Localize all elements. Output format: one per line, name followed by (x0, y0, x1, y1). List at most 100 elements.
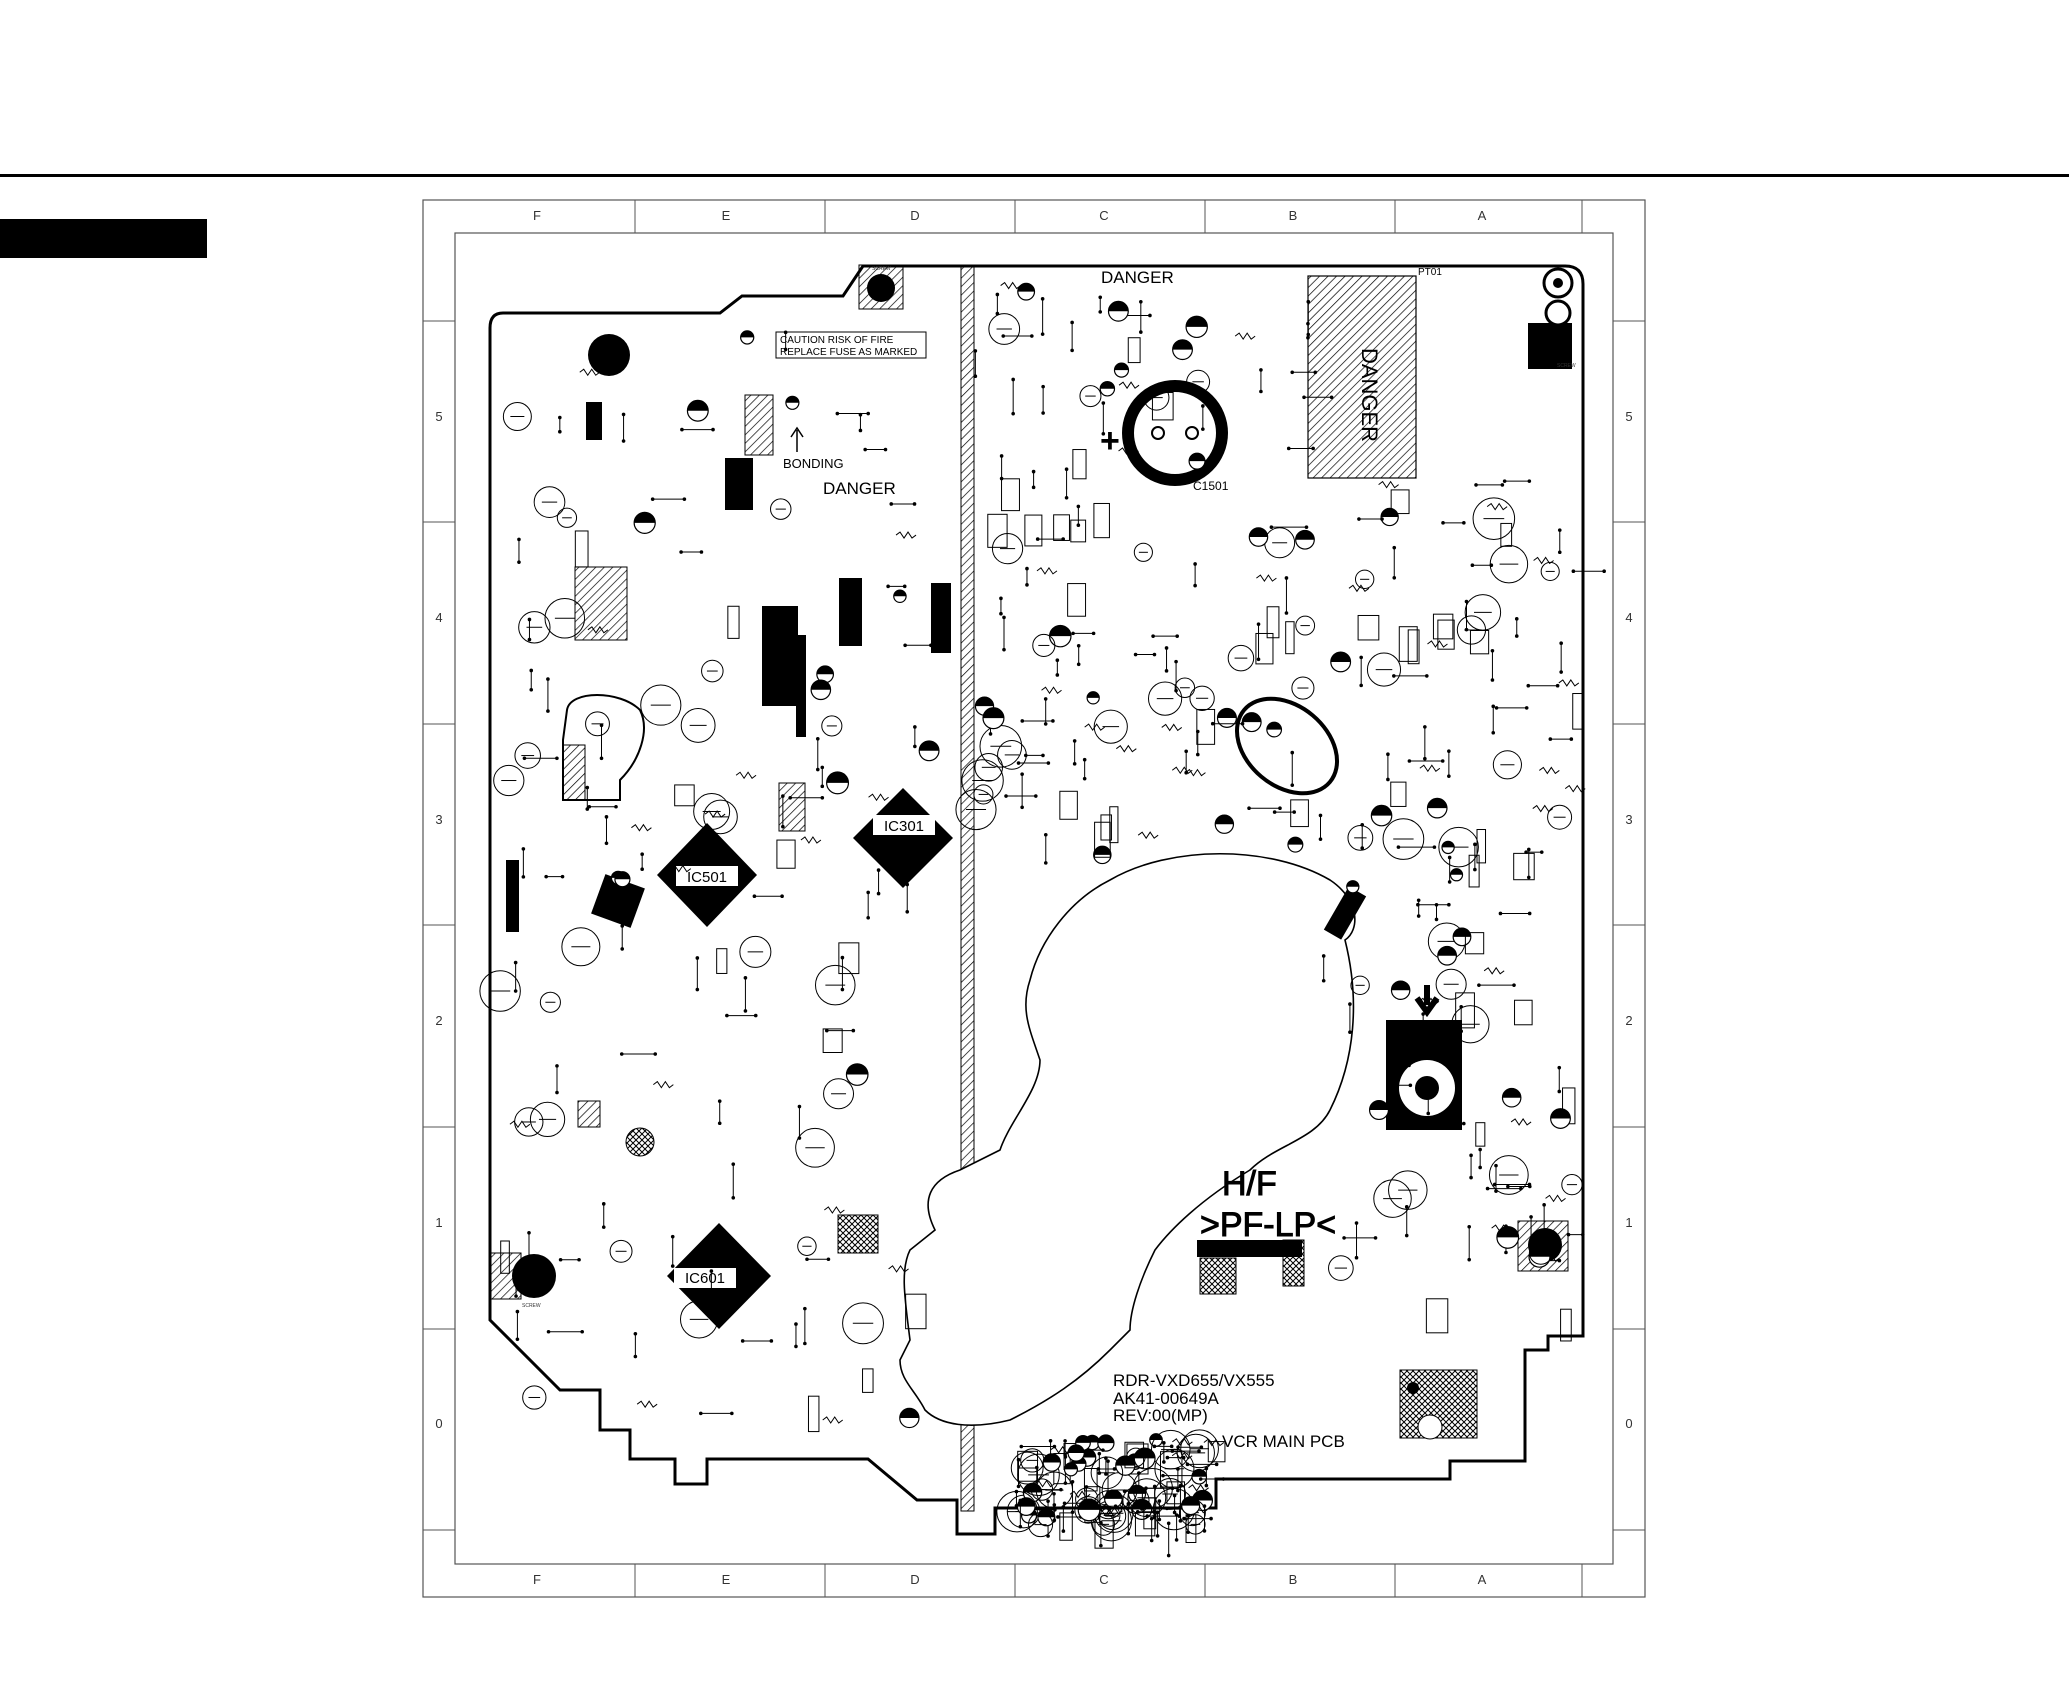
capacitor-body (988, 313, 1021, 345)
resistor-zigzag (1000, 281, 1021, 290)
capacitor-body (1528, 1240, 1553, 1265)
ic601-chip: IC601 (667, 1223, 771, 1329)
resistor-zigzag (587, 625, 609, 634)
resistor-zigzag (704, 810, 726, 818)
capacitor-body (1017, 1453, 1060, 1497)
capacitor-body (1366, 652, 1402, 687)
capacitor-body (539, 991, 561, 1013)
grid-col-label-bottom: D (910, 1572, 919, 1587)
capacitor-body (556, 507, 578, 528)
capacitor-body (1295, 615, 1316, 636)
resistor-zigzag (1188, 1483, 1209, 1492)
component-outline (807, 1395, 820, 1433)
component-outline (1437, 619, 1455, 650)
capacitor-body (814, 964, 856, 1006)
capacitor-body (701, 659, 724, 683)
hatched-area (562, 744, 586, 801)
component-outline (1455, 992, 1475, 1029)
component-outline (1390, 489, 1410, 515)
svg-text:IC301: IC301 (884, 818, 924, 835)
component-outline (1285, 621, 1295, 655)
caution-line-1: CAUTION RISK OF FIRE (780, 335, 894, 346)
grid-col-label-bottom: E (722, 1572, 731, 1587)
capstan-motor-pad (1386, 985, 1462, 1130)
resistor-zigzag (653, 1080, 674, 1089)
capacitor-body (1464, 594, 1502, 631)
component-outline (1500, 522, 1513, 547)
capacitor-body (1093, 709, 1128, 744)
page-header-rule (0, 174, 2069, 177)
grid-row-label-right: 0 (1625, 1416, 1632, 1431)
capacitor-body (514, 742, 541, 769)
component-outline (1127, 337, 1141, 364)
resistor-zigzag (509, 1120, 531, 1129)
transformer-pt01 (1307, 275, 1417, 479)
capacitor-body (1174, 677, 1196, 698)
component-outline (574, 530, 589, 568)
hatched-area (837, 1214, 879, 1254)
capacitor-body (1328, 1255, 1354, 1281)
grid-row-label-right: 1 (1625, 1215, 1632, 1230)
capacitor-body (1150, 1429, 1191, 1470)
capacitor-body (1079, 385, 1102, 408)
capacitor-body (1180, 1429, 1219, 1469)
component-outline (1476, 829, 1487, 864)
resistor-zigzag (868, 793, 889, 802)
component-outline (1357, 614, 1380, 641)
component-outline (1001, 478, 1020, 512)
screw-hole (588, 334, 630, 376)
capacitor-body (842, 1302, 884, 1345)
small-component-field (479, 281, 1606, 1558)
component-outline (987, 513, 1008, 548)
capacitor-body (1438, 826, 1479, 868)
capacitor-body (961, 759, 1004, 802)
resistor-zigzag (1084, 723, 1105, 732)
resistor-zigzag (1418, 997, 1440, 1006)
capacitor-body (1143, 384, 1170, 411)
capacitor-body (770, 498, 792, 520)
capacitor-body (693, 793, 731, 831)
grid-row-label-left: 3 (435, 812, 442, 827)
resistor-zigzag (1234, 332, 1256, 341)
grid-frame (422, 199, 1646, 1598)
capacitor-body (502, 401, 532, 431)
component-outline (1196, 708, 1216, 745)
capacitor-body (1350, 975, 1370, 996)
grid-row-label-right: 3 (1625, 812, 1632, 827)
resistor-zigzag (636, 1400, 658, 1409)
caution-line-2: REPLACE FUSE AS MARKED (780, 347, 917, 358)
component-outline (1124, 1441, 1145, 1469)
grid-row-label-right: 4 (1625, 610, 1632, 625)
component-outline (1572, 693, 1584, 730)
caution-box (775, 331, 927, 359)
resistor-zigzag (1378, 480, 1399, 489)
grid-col-label-top: C (1099, 208, 1108, 223)
component-outline (1464, 932, 1485, 955)
component-outline (727, 605, 740, 639)
capacitor-body (1176, 1433, 1215, 1473)
capacitor-body (973, 784, 994, 805)
capacitor-body (1472, 497, 1516, 540)
capacitor-body (1030, 1478, 1054, 1501)
svg-text:IC601: IC601 (685, 1270, 725, 1287)
capacitor-body (1561, 1173, 1583, 1196)
capacitor-body (1133, 542, 1153, 562)
board-revision: REV:00(MP) (1113, 1406, 1208, 1425)
resistor-zigzag (1483, 966, 1505, 975)
capacitor-body (518, 611, 551, 644)
connector-block (725, 458, 753, 510)
capacitor-body (1488, 1155, 1529, 1195)
component-outline (1468, 854, 1480, 888)
danger-label-transformer: DANGER (1357, 348, 1382, 442)
resistor-zigzag (824, 1206, 845, 1214)
bonding-arrow-icon (790, 426, 804, 452)
connector-block (839, 578, 862, 646)
grid-col-label-top: E (722, 208, 731, 223)
capacitor-body (1492, 750, 1522, 780)
component-outline (1059, 790, 1078, 820)
screw-label: SCREW (1557, 363, 1576, 369)
board-model-line: RDR-VXD655/VX555 (1113, 1371, 1275, 1390)
capacitor-body (640, 684, 682, 726)
bonding-label: BONDING (783, 456, 844, 471)
capacitor-body (609, 1239, 633, 1263)
